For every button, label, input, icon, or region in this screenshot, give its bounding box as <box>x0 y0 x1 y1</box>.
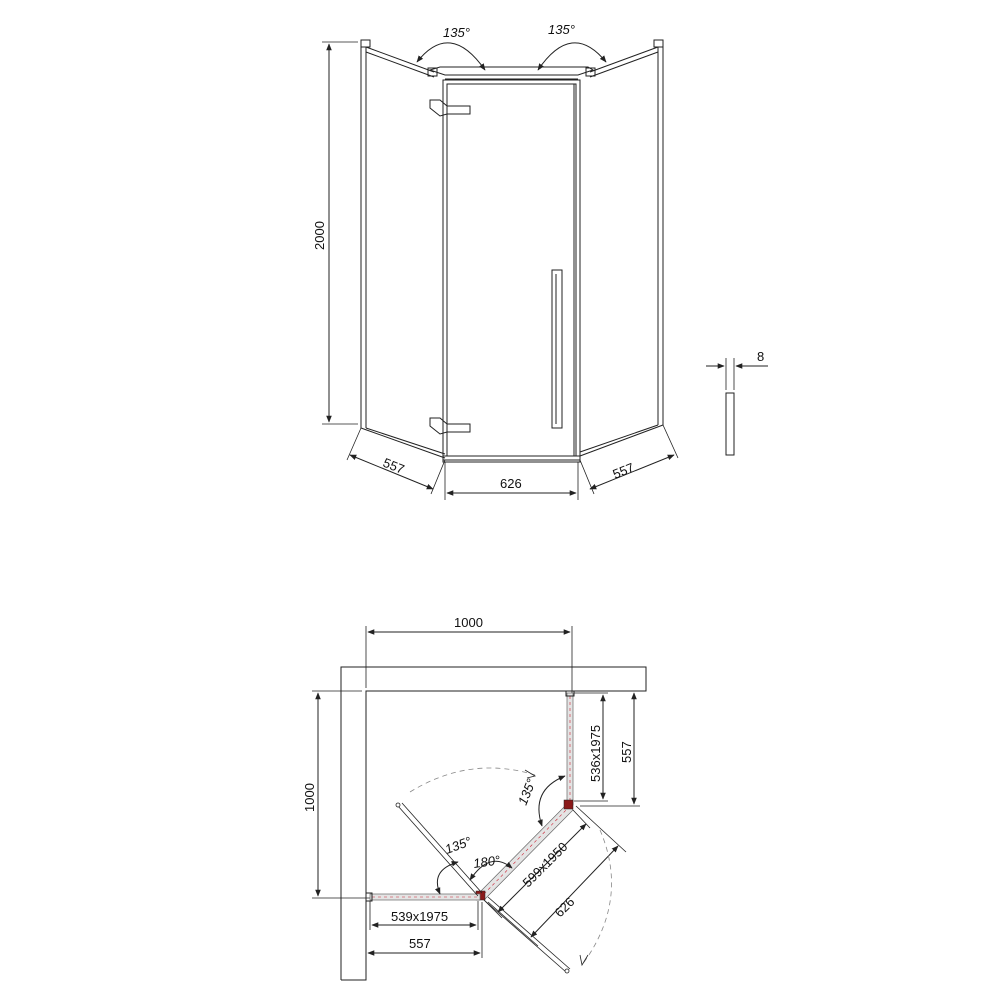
plan-angle-open-180: 180° <box>469 852 513 881</box>
door-span-label: 626 <box>552 894 578 920</box>
door-swing-arcs <box>409 767 612 967</box>
right-side-panel <box>579 39 664 457</box>
wall-depth-dimension: 1000 <box>302 690 372 899</box>
left-panel-size-dimension: 539x1975 <box>369 901 479 930</box>
left-width-label: 557 <box>381 455 407 477</box>
right-side-dimension: 557 <box>580 690 640 807</box>
right-fixed-panel <box>565 690 575 806</box>
door-width-label: 626 <box>500 476 522 491</box>
wall-width-label: 1000 <box>454 615 483 630</box>
angle-left-135: 135° <box>416 25 486 71</box>
right-width-label: 557 <box>611 460 637 482</box>
door-open-positions <box>395 802 571 974</box>
door-span-dimension: 626 <box>487 805 627 947</box>
wall-width-dimension: 1000 <box>365 615 573 696</box>
glass-thickness-detail: 8 <box>706 349 768 456</box>
angle-right-135: 135° <box>537 22 607 71</box>
wall-depth-label: 1000 <box>302 783 317 812</box>
right-panel-size-dimension: 536x1975 <box>574 692 608 802</box>
left-fixed-panel <box>365 892 481 902</box>
plan-angle-right-label: 135° <box>515 777 539 808</box>
upper-hinge <box>429 99 471 117</box>
plan-angle-open-label: 180° <box>472 852 501 871</box>
height-label: 2000 <box>312 221 327 250</box>
left-side-panel <box>360 39 446 459</box>
right-panel-size-label: 536x1975 <box>588 725 603 782</box>
glass-thickness-label: 8 <box>757 349 764 364</box>
height-dimension: 2000 <box>312 41 358 425</box>
plan-view: 1000 1000 536x1975 557 <box>302 615 647 981</box>
left-side-label: 557 <box>409 936 431 951</box>
angle-left-label: 135° <box>443 25 470 40</box>
front-elevation: 135° 135° 2000 557 626 <box>312 22 768 500</box>
plan-angle-left-label: 135° <box>443 834 473 857</box>
left-side-dimension: 557 <box>365 902 483 958</box>
angle-right-label: 135° <box>548 22 575 37</box>
right-side-label: 557 <box>619 741 634 763</box>
top-connector-bar <box>427 66 596 80</box>
door-panel <box>442 79 581 463</box>
left-panel-size-label: 539x1975 <box>391 909 448 924</box>
door-handle <box>551 269 563 429</box>
walls <box>340 666 647 981</box>
door-width-dimension: 626 <box>444 462 579 500</box>
lower-hinge <box>429 417 471 435</box>
